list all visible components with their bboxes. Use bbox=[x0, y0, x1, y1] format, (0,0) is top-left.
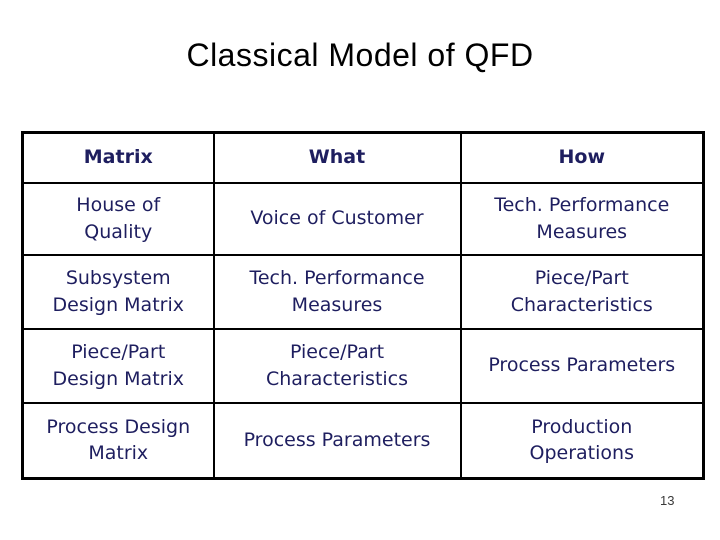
table-cell: Process Parameters bbox=[212, 401, 462, 480]
page-number: 13 bbox=[660, 493, 675, 508]
column-header-what: What bbox=[212, 131, 462, 184]
table-cell: Process Parameters bbox=[459, 327, 705, 404]
table-cell: Piece/Part Characteristics bbox=[212, 327, 462, 404]
table-row: Subsystem Design Matrix Tech. Performanc… bbox=[21, 253, 705, 330]
table-cell: Piece/Part Characteristics bbox=[459, 253, 705, 330]
table-cell: Tech. Performance Measures bbox=[212, 253, 462, 330]
table-row: House of Quality Voice of Customer Tech.… bbox=[21, 181, 705, 256]
table-cell: Subsystem Design Matrix bbox=[21, 253, 215, 330]
slide-title: Classical Model of QFD bbox=[186, 37, 534, 73]
table-cell: Piece/Part Design Matrix bbox=[21, 327, 215, 404]
table-cell: Process Design Matrix bbox=[21, 401, 215, 480]
table-row: Process Design Matrix Process Parameters… bbox=[21, 401, 705, 480]
table-cell: House of Quality bbox=[21, 181, 215, 256]
table-cell: Voice of Customer bbox=[212, 181, 462, 256]
table-cell: Tech. Performance Measures bbox=[459, 181, 705, 256]
qfd-table: Matrix What How House of Quality Voice o… bbox=[21, 131, 705, 480]
table-row: Piece/Part Design Matrix Piece/Part Char… bbox=[21, 327, 705, 404]
column-header-how: How bbox=[459, 131, 705, 184]
table-cell: Production Operations bbox=[459, 401, 705, 480]
table-header-row: Matrix What How bbox=[21, 131, 705, 184]
column-header-matrix: Matrix bbox=[21, 131, 215, 184]
